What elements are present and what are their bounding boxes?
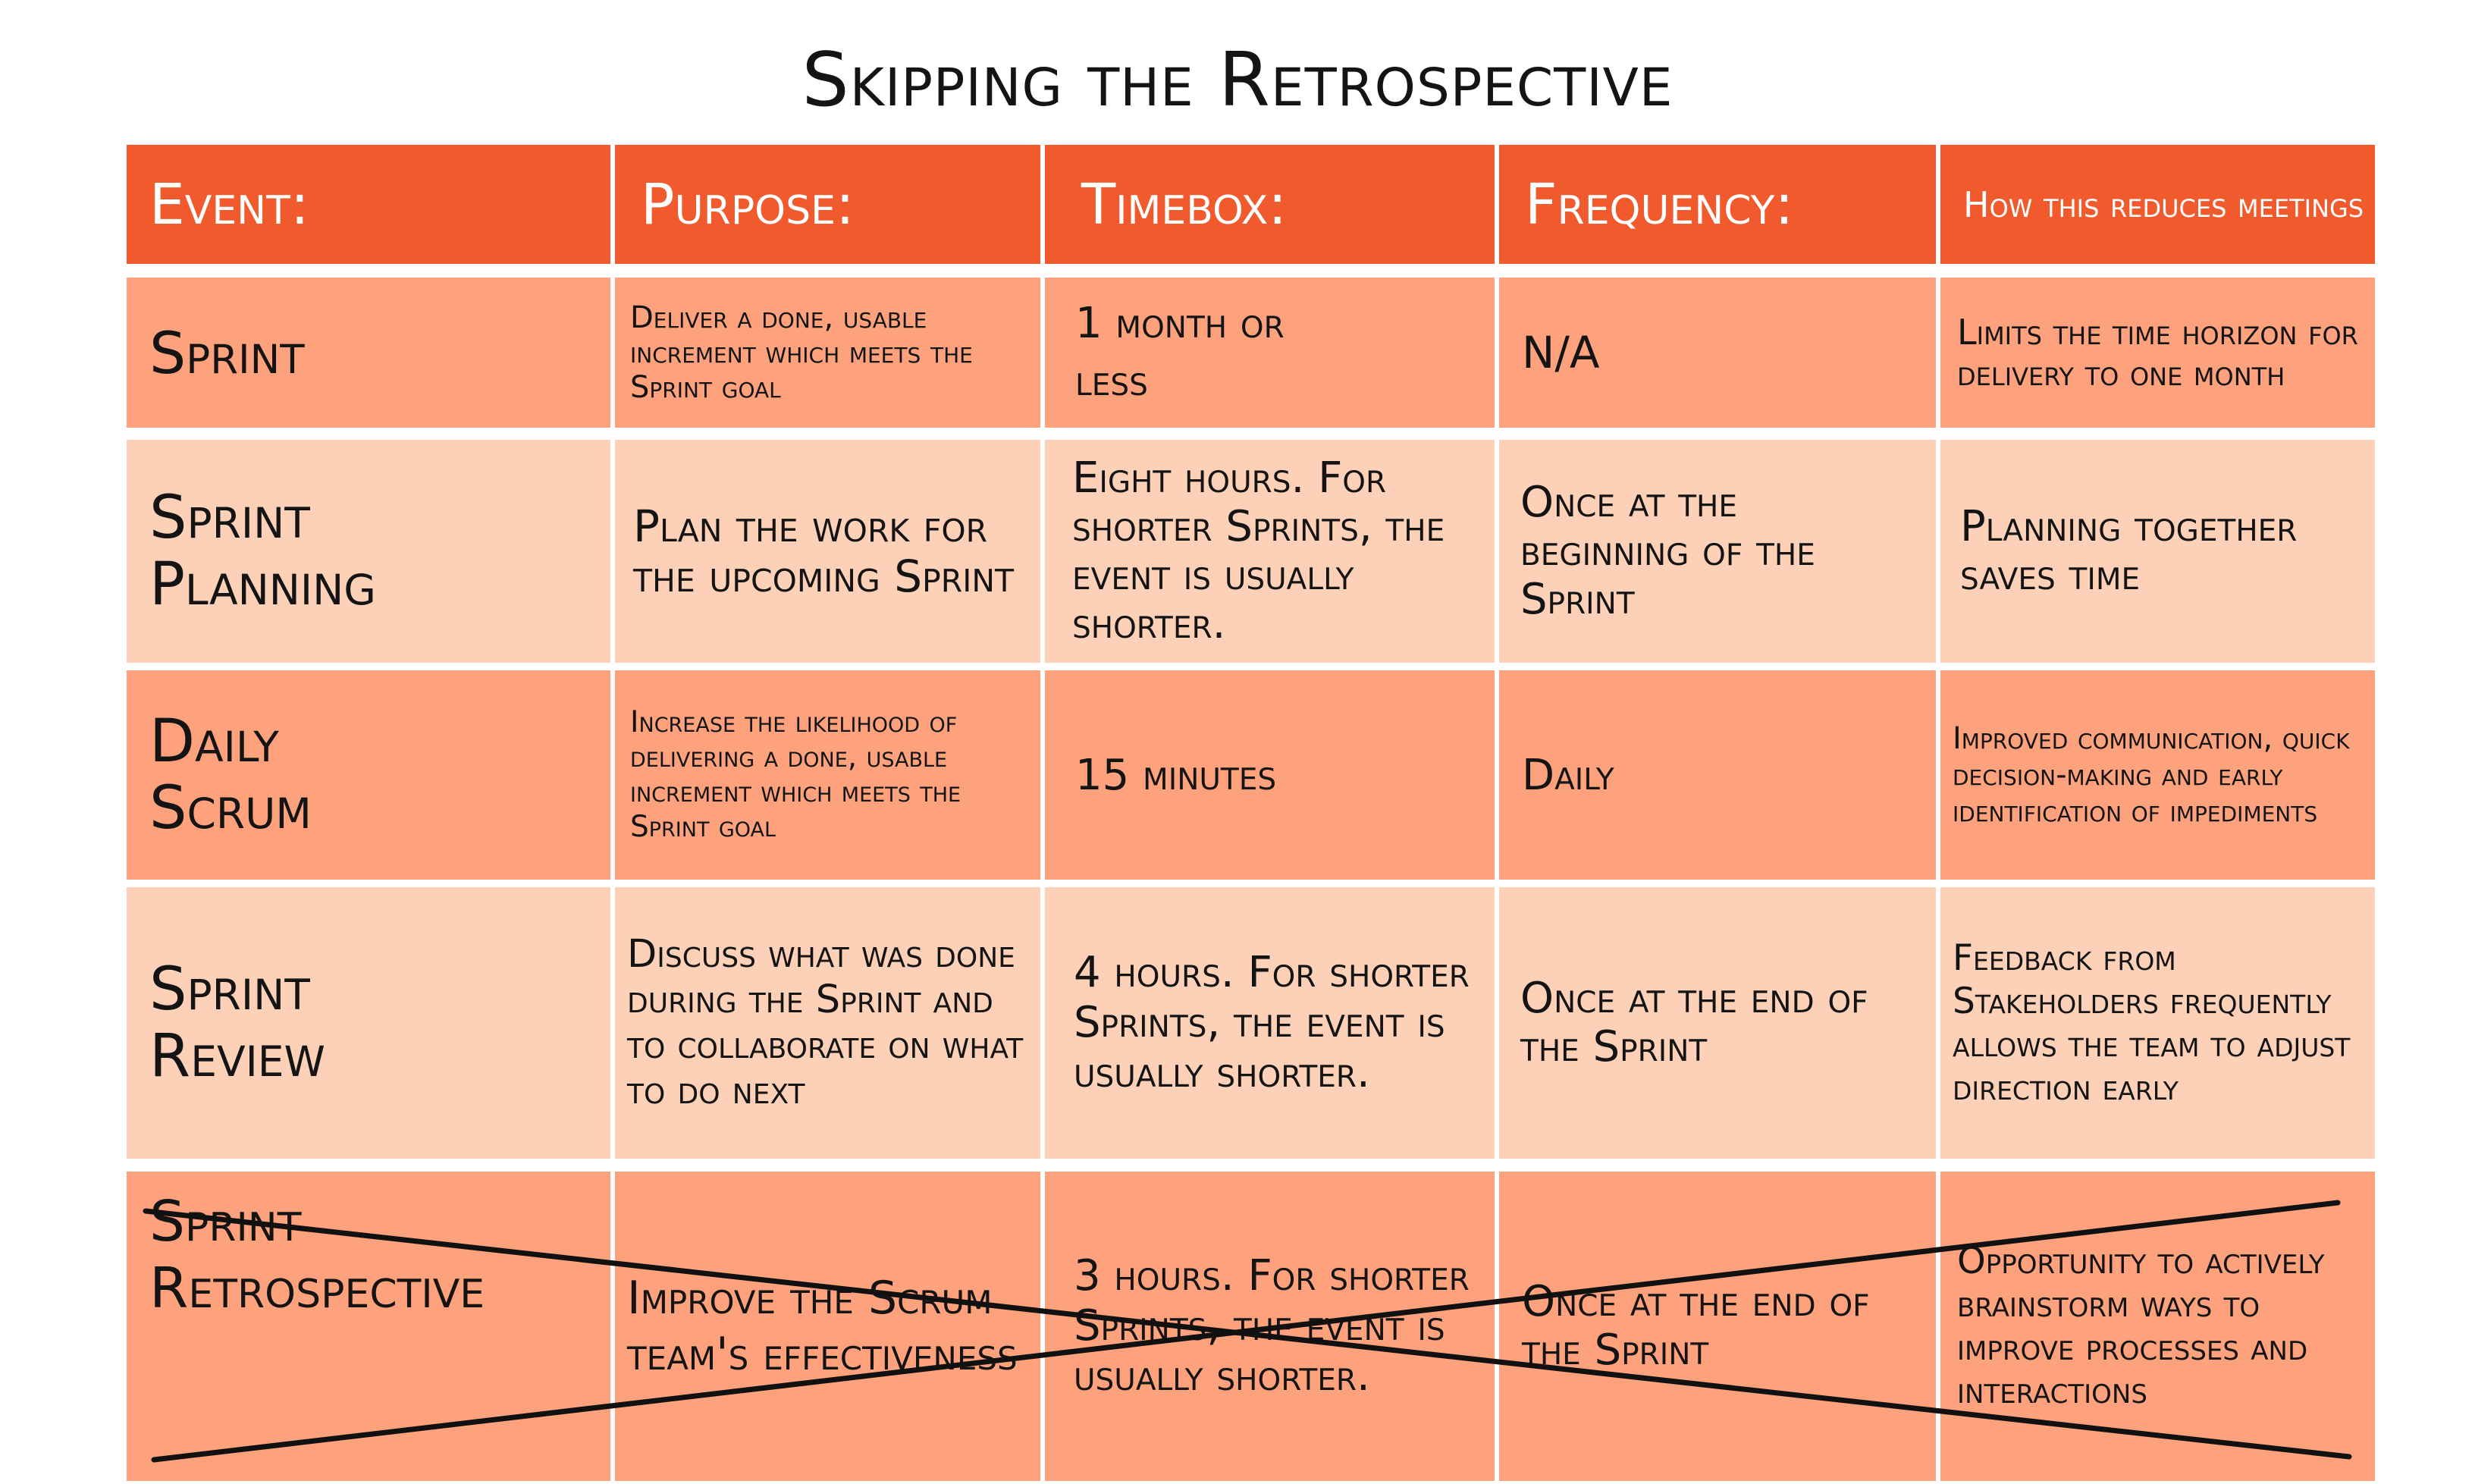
purpose-text: Plan the work for the upcoming Sprint xyxy=(633,500,1015,602)
row-daily-scrum-event: Daily Scrum xyxy=(127,670,610,880)
header-reduces-label: How this reduces meetings xyxy=(1963,184,2364,225)
reduces-text: Feedback from Stakeholders frequently al… xyxy=(1953,937,2351,1109)
row-sprint-planning-timebox: Eight hours. For shorter Sprints, the ev… xyxy=(1045,440,1495,663)
header-frequency: Frequency: xyxy=(1499,145,1936,264)
frequency-text: Once at the beginning of the Sprint xyxy=(1520,478,1815,624)
row-sprint-timebox: 1 month or less xyxy=(1045,278,1495,428)
reduces-text: Planning together saves time xyxy=(1960,502,2298,600)
reduces-text: Limits the time horizon for delivery to … xyxy=(1957,312,2358,394)
event-label: Sprint Review xyxy=(149,955,325,1090)
header-reduces: How this reduces meetings xyxy=(1940,145,2375,264)
row-sprint-review-purpose: Discuss what was done during the Sprint … xyxy=(615,887,1040,1159)
row-sprint-review-event: Sprint Review xyxy=(127,887,610,1159)
row-sprint-planning-event: Sprint Planning xyxy=(127,440,610,663)
row-sprint-retrospective-event: Sprint Retrospective xyxy=(127,1172,610,1481)
header-event-label: Event: xyxy=(149,171,309,237)
reduces-text: Opportunity to actively brainstorm ways … xyxy=(1957,1240,2325,1412)
frequency-text: Daily xyxy=(1522,750,1614,800)
row-sprint-review-timebox: 4 hours. For shorter Sprints, the event … xyxy=(1045,887,1495,1159)
row-sprint-frequency: N/A xyxy=(1499,278,1936,428)
row-sprint-event: Sprint xyxy=(127,278,610,428)
header-event: Event: xyxy=(127,145,610,264)
row-sprint-planning-frequency: Once at the beginning of the Sprint xyxy=(1499,440,1936,663)
row-sprint-review-frequency: Once at the end of the Sprint xyxy=(1499,887,1936,1159)
row-sprint-planning-reduces: Planning together saves time xyxy=(1940,440,2375,663)
purpose-text: Discuss what was done during the Sprint … xyxy=(627,932,1024,1113)
page-title: Skipping the Retrospective xyxy=(801,37,1674,124)
timebox-text: 3 hours. For shorter Sprints, the event … xyxy=(1074,1251,1470,1401)
event-label: Sprint Planning xyxy=(149,484,376,619)
frequency-text: Once at the end of the Sprint xyxy=(1522,1277,1870,1375)
header-purpose: Purpose: xyxy=(615,145,1040,264)
event-label: Sprint xyxy=(149,318,305,387)
row-sprint-retrospective-purpose: Improve the Scrum team's effectiveness xyxy=(615,1172,1040,1481)
row-daily-scrum-reduces: Improved communication, quick decision-m… xyxy=(1940,670,2375,880)
header-frequency-label: Frequency: xyxy=(1525,171,1794,237)
row-daily-scrum-timebox: 15 minutes xyxy=(1045,670,1495,880)
row-sprint-purpose: Deliver a done, usable increment which m… xyxy=(615,278,1040,428)
header-timebox-label: Timebox: xyxy=(1081,171,1288,237)
frequency-text: Once at the end of the Sprint xyxy=(1520,974,1868,1071)
row-sprint-retrospective-frequency: Once at the end of the Sprint xyxy=(1499,1172,1936,1481)
purpose-text: Increase the likelihood of delivering a … xyxy=(630,705,961,844)
row-sprint-reduces: Limits the time horizon for delivery to … xyxy=(1940,278,2375,428)
row-sprint-planning-purpose: Plan the work for the upcoming Sprint xyxy=(615,440,1040,663)
row-sprint-retrospective-reduces: Opportunity to actively brainstorm ways … xyxy=(1940,1172,2375,1481)
row-sprint-review-reduces: Feedback from Stakeholders frequently al… xyxy=(1940,887,2375,1159)
reduces-text: Improved communication, quick decision-m… xyxy=(1953,721,2350,829)
frequency-text: N/A xyxy=(1522,327,1600,378)
timebox-text: 1 month or less xyxy=(1075,299,1285,406)
event-label: Daily Scrum xyxy=(149,707,312,842)
header-purpose-label: Purpose: xyxy=(641,171,855,237)
purpose-text: Improve the Scrum team's effectiveness xyxy=(627,1272,1018,1381)
row-daily-scrum-frequency: Daily xyxy=(1499,670,1936,880)
row-sprint-retrospective-timebox: 3 hours. For shorter Sprints, the event … xyxy=(1045,1172,1495,1481)
timebox-text: 4 hours. For shorter Sprints, the event … xyxy=(1074,948,1470,1097)
purpose-text: Deliver a done, usable increment which m… xyxy=(630,300,973,405)
header-timebox: Timebox: xyxy=(1045,145,1495,264)
timebox-text: 15 minutes xyxy=(1075,750,1277,800)
event-label: Sprint Retrospective xyxy=(149,1189,485,1321)
row-daily-scrum-purpose: Increase the likelihood of delivering a … xyxy=(615,670,1040,880)
timebox-text: Eight hours. For shorter Sprints, the ev… xyxy=(1072,453,1445,648)
